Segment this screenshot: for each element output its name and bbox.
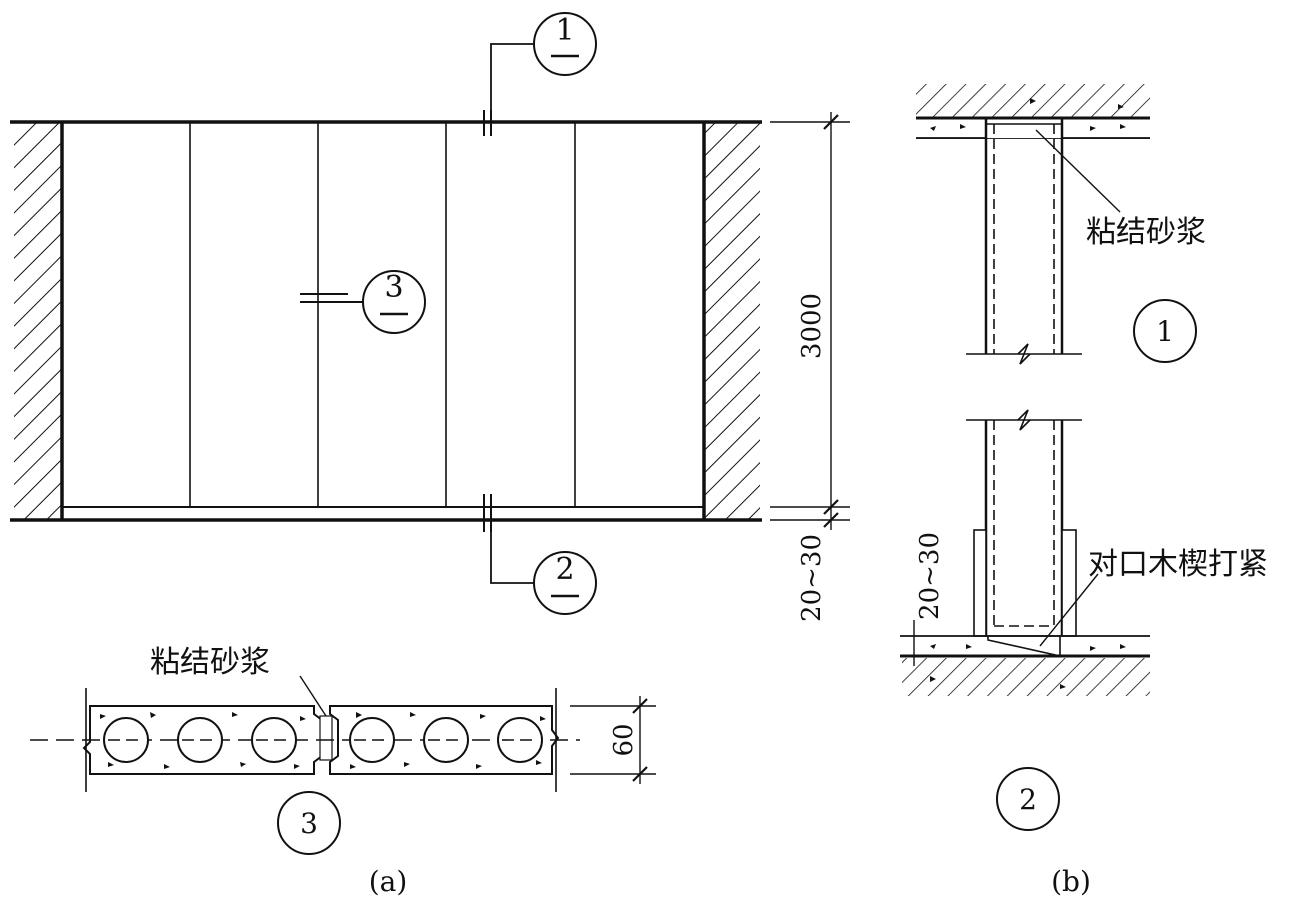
- detail-1-bubble: [1133, 299, 1197, 363]
- dim-gap-label-b: 20~30: [915, 532, 945, 620]
- dim-height: 3000 20~30: [770, 112, 850, 622]
- wood-wedge: [987, 635, 1061, 657]
- aggregate-specks: [100, 712, 546, 769]
- section-mark-2: 2: [483, 494, 597, 615]
- section-mark-3: 3: [300, 270, 426, 334]
- wedge-label: 对口木楔打紧: [1088, 547, 1268, 582]
- dim-gap-label: 20~30: [797, 534, 827, 622]
- detail-3-section: 粘结砂浆 60 3 (a): [30, 645, 656, 898]
- detail-1-number: 1: [1156, 315, 1174, 348]
- mortar-leader-a: [299, 675, 327, 717]
- mortar-label-b: 粘结砂浆: [1086, 215, 1206, 250]
- caption-a: (a): [369, 865, 408, 898]
- mortar-joint: [319, 715, 333, 761]
- detail-2: 20~30 对口木楔打紧 2 (b): [900, 409, 1268, 898]
- detail-2-bubble: [996, 767, 1060, 831]
- elevation-a: 1 2 3 3000: [10, 12, 850, 622]
- detail-3-bubble: [277, 791, 341, 855]
- dim-thickness-label: 60: [609, 723, 639, 756]
- section-mark-1: 1: [483, 12, 597, 136]
- floor-hatch: [902, 658, 1150, 696]
- wedge-leader: [1039, 573, 1099, 647]
- mortar-label-a: 粘结砂浆: [150, 645, 270, 680]
- detail-3-number: 3: [300, 807, 318, 840]
- right-wall-hatch: [704, 122, 760, 520]
- mortar-leader-b: [1035, 129, 1121, 213]
- section-mark-2-number: 2: [555, 552, 574, 587]
- detail-2-number: 2: [1019, 783, 1037, 816]
- section-mark-1-number: 1: [555, 13, 574, 48]
- section-mark-3-number: 3: [384, 270, 403, 305]
- left-wall-hatch: [14, 122, 62, 520]
- detail-1: 粘结砂浆 1: [916, 84, 1206, 365]
- caption-b: (b): [1051, 865, 1091, 898]
- dim-height-label: 3000: [797, 293, 827, 359]
